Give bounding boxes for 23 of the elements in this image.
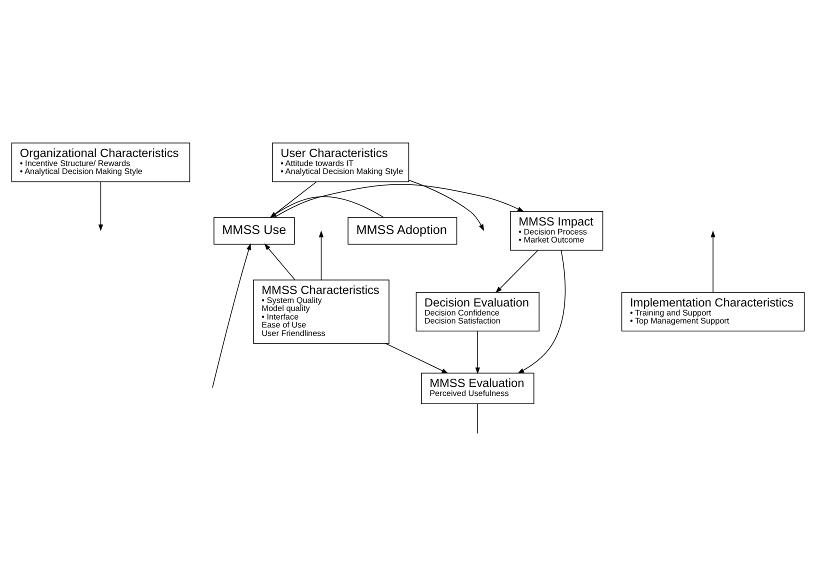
arrow [318,230,324,280]
node-box: Organizational Characteristics • Incentive Structure/ Rewards • Analytical Decision Making Style [11,142,190,182]
node-box: MMSS Adoption [348,217,458,245]
node-box: MMSS Impact • Decision Process • Market Outcome [510,211,604,251]
connector [477,404,478,434]
arrow [212,243,251,388]
node-box: User Characteristics • Attitude towards IT • Analytical Decision Making Style [272,142,410,182]
arrow [517,250,566,374]
node-box: MMSS Use [214,217,295,245]
arrow [274,184,524,218]
arrow [710,230,716,293]
arrow [270,181,317,218]
arrow [385,343,448,374]
node-box: Implementation Characteristics • Training and Support • Top Management Support [621,292,805,332]
node-box: MMSS Evaluation Perceived Usefulness [421,372,534,404]
node-box: Decision Evaluation Decision Confidence Decision Satisfaction [416,292,540,332]
arrow [264,244,296,280]
arrow [475,330,480,374]
arrow [98,181,104,232]
arrow [270,196,384,218]
node-box: MMSS Characteristics • System Quality Model quality • Interface Ease of Use User Friendliness [253,280,390,344]
arrow [495,250,538,294]
arrow [408,180,484,232]
